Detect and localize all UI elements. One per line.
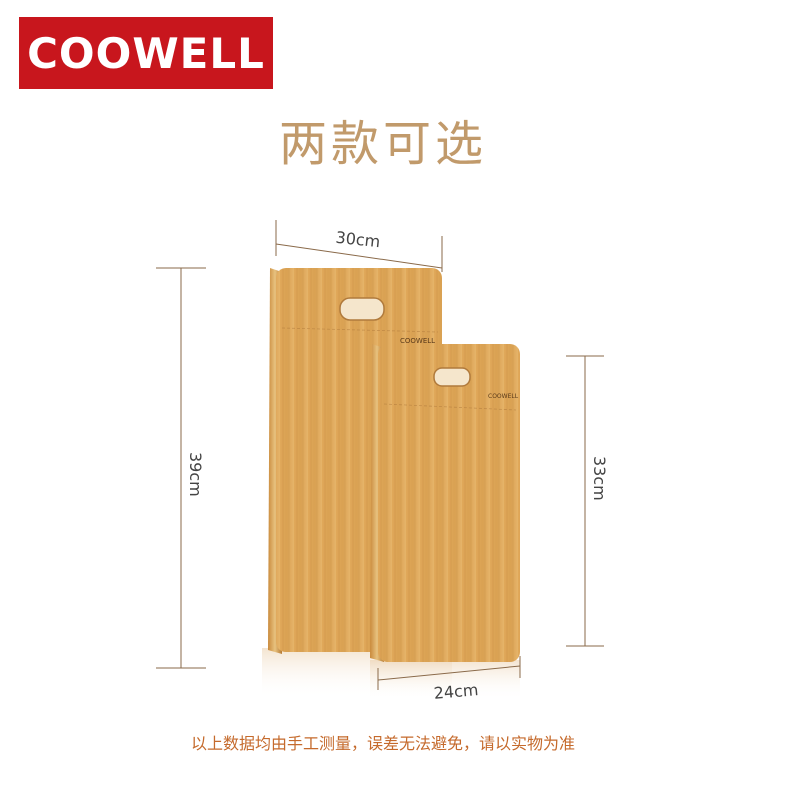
large-board-brand-mark: COOWELL (400, 337, 435, 345)
small-board-groove (383, 403, 517, 411)
small-board-reflection (370, 660, 520, 700)
small-board: COOWELL (370, 344, 520, 662)
small-width-dimension-line (377, 656, 521, 690)
measurement-disclaimer: 以上数据均由手工测量，误差无法避免，请以实物为准 (190, 734, 575, 753)
brand-logo: COOWELL (19, 17, 273, 89)
page-title: 两款可选 (278, 116, 487, 172)
small-height-label: 33cm (590, 456, 609, 501)
large-width-dimension-line (275, 220, 443, 272)
small-height-dimension-line (566, 355, 604, 647)
small-board-brand-mark: COOWELL (488, 393, 519, 400)
brand-logo-text: COOWELL (27, 28, 265, 78)
large-height-label: 39cm (186, 452, 205, 497)
large-height-dimension-line (156, 267, 206, 669)
small-board-surface (378, 344, 520, 662)
large-board-groove (281, 327, 439, 333)
small-board-handle-hole (433, 367, 471, 387)
large-board-handle-hole (339, 297, 385, 321)
